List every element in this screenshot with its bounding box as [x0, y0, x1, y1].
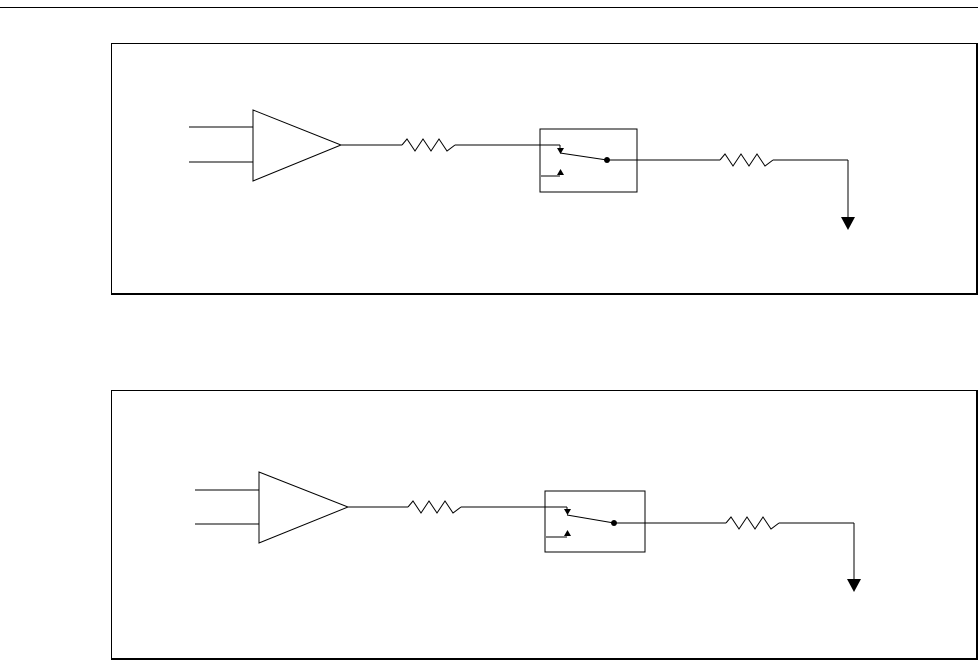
resistor-symbol-1 — [408, 501, 461, 513]
resistor-symbol-2 — [726, 517, 779, 529]
circuit-panel-2 — [111, 390, 978, 660]
wire-to-output — [779, 523, 854, 579]
resistor-symbol-2 — [720, 154, 773, 166]
switch-contact-bottom-marker — [557, 169, 564, 175]
switch-contact-bottom-marker — [564, 530, 571, 536]
output-arrow — [841, 217, 855, 230]
resistor-symbol-1 — [402, 139, 455, 151]
circuit-panel-1 — [111, 43, 978, 295]
output-arrow — [847, 579, 861, 592]
top-rule — [0, 7, 978, 8]
wire-to-output — [773, 160, 848, 217]
circuit-diagram-2 — [112, 391, 978, 661]
switch-blade — [560, 153, 607, 160]
switch-blade — [567, 515, 614, 523]
relay-switch-box — [545, 491, 645, 552]
switch-contact-top-marker — [564, 509, 571, 515]
wire-resistor-to-switch — [455, 145, 560, 148]
wire-resistor-to-switch — [461, 507, 567, 509]
circuit-diagram-1 — [112, 44, 978, 296]
op-amp-symbol — [259, 472, 348, 543]
op-amp-symbol — [253, 110, 341, 181]
